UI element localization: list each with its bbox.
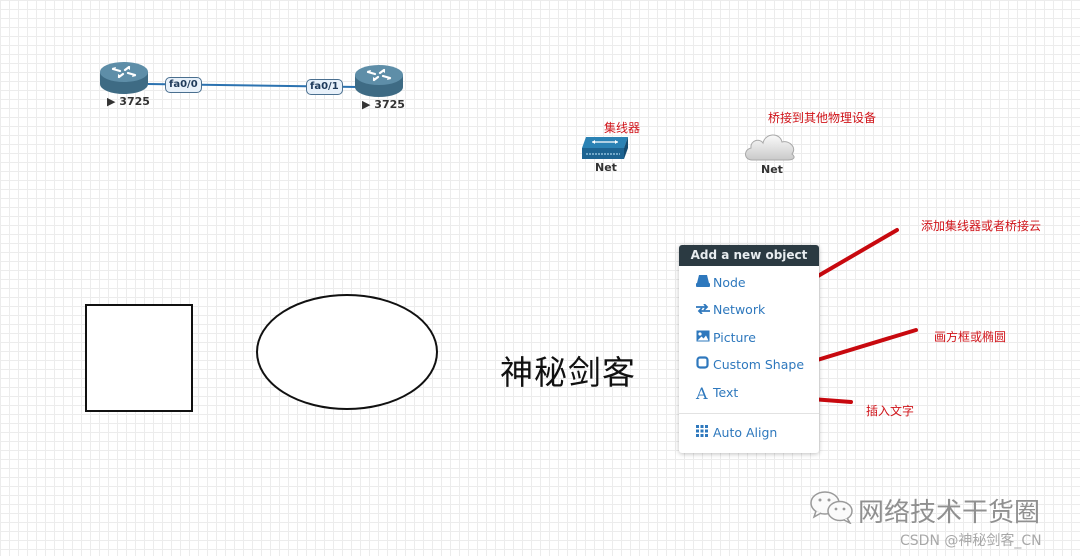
cloud-annotation: 桥接到其他物理设备 (768, 111, 877, 125)
cloud-node[interactable] (742, 130, 798, 162)
wechat-icon (808, 490, 856, 529)
annotation-text: 插入文字 (866, 404, 915, 418)
custom-shape-rectangle[interactable] (85, 304, 193, 412)
hub-node[interactable] (580, 136, 630, 160)
menu-title: Add a new object (679, 245, 819, 266)
menu-item-picture[interactable]: Picture (696, 328, 756, 348)
router-right[interactable] (354, 64, 404, 98)
cloud-label: Net (761, 163, 783, 176)
hub-annotation: 集线器 (604, 121, 641, 135)
watermark-brand: 网络技术干货圈 (858, 498, 1041, 528)
interface-label-b[interactable]: fa0/1 (306, 79, 343, 95)
annotation-arrow-custom-shape (802, 328, 918, 366)
picture-icon (696, 328, 710, 348)
interface-label-a[interactable]: fa0/0 (165, 77, 202, 93)
router-icon (355, 65, 403, 97)
canvas-text-object[interactable]: 神秘剑客 (500, 353, 636, 392)
hub-icon (582, 137, 628, 159)
cloud-icon (745, 134, 795, 161)
auto-align-icon (696, 423, 710, 443)
router-icon (100, 62, 148, 94)
network-icon (696, 300, 710, 320)
router-left-label: ▶ 3725 (107, 95, 150, 108)
menu-item-custom-shape[interactable]: Custom Shape (696, 355, 804, 375)
custom-shape-ellipse[interactable] (255, 293, 439, 411)
hub-label: Net (595, 161, 617, 174)
annotation-network: 添加集线器或者桥接云 (921, 219, 1042, 233)
router-left[interactable] (99, 61, 149, 95)
node-icon (696, 273, 710, 293)
text-icon: A (696, 383, 708, 403)
menu-item-network[interactable]: Network (696, 300, 765, 320)
custom-shape-icon (696, 355, 710, 375)
menu-item-node[interactable]: Node (696, 273, 746, 293)
annotation-custom-shape: 画方框或椭圆 (934, 330, 1007, 344)
add-object-menu: Add a new object Node Network Picture Cu… (679, 245, 819, 453)
watermark-credit: CSDN @神秘剑客_CN (900, 533, 1042, 549)
router-right-label: ▶ 3725 (362, 98, 405, 111)
menu-divider (679, 413, 819, 414)
menu-item-auto-align[interactable]: Auto Align (696, 423, 777, 443)
